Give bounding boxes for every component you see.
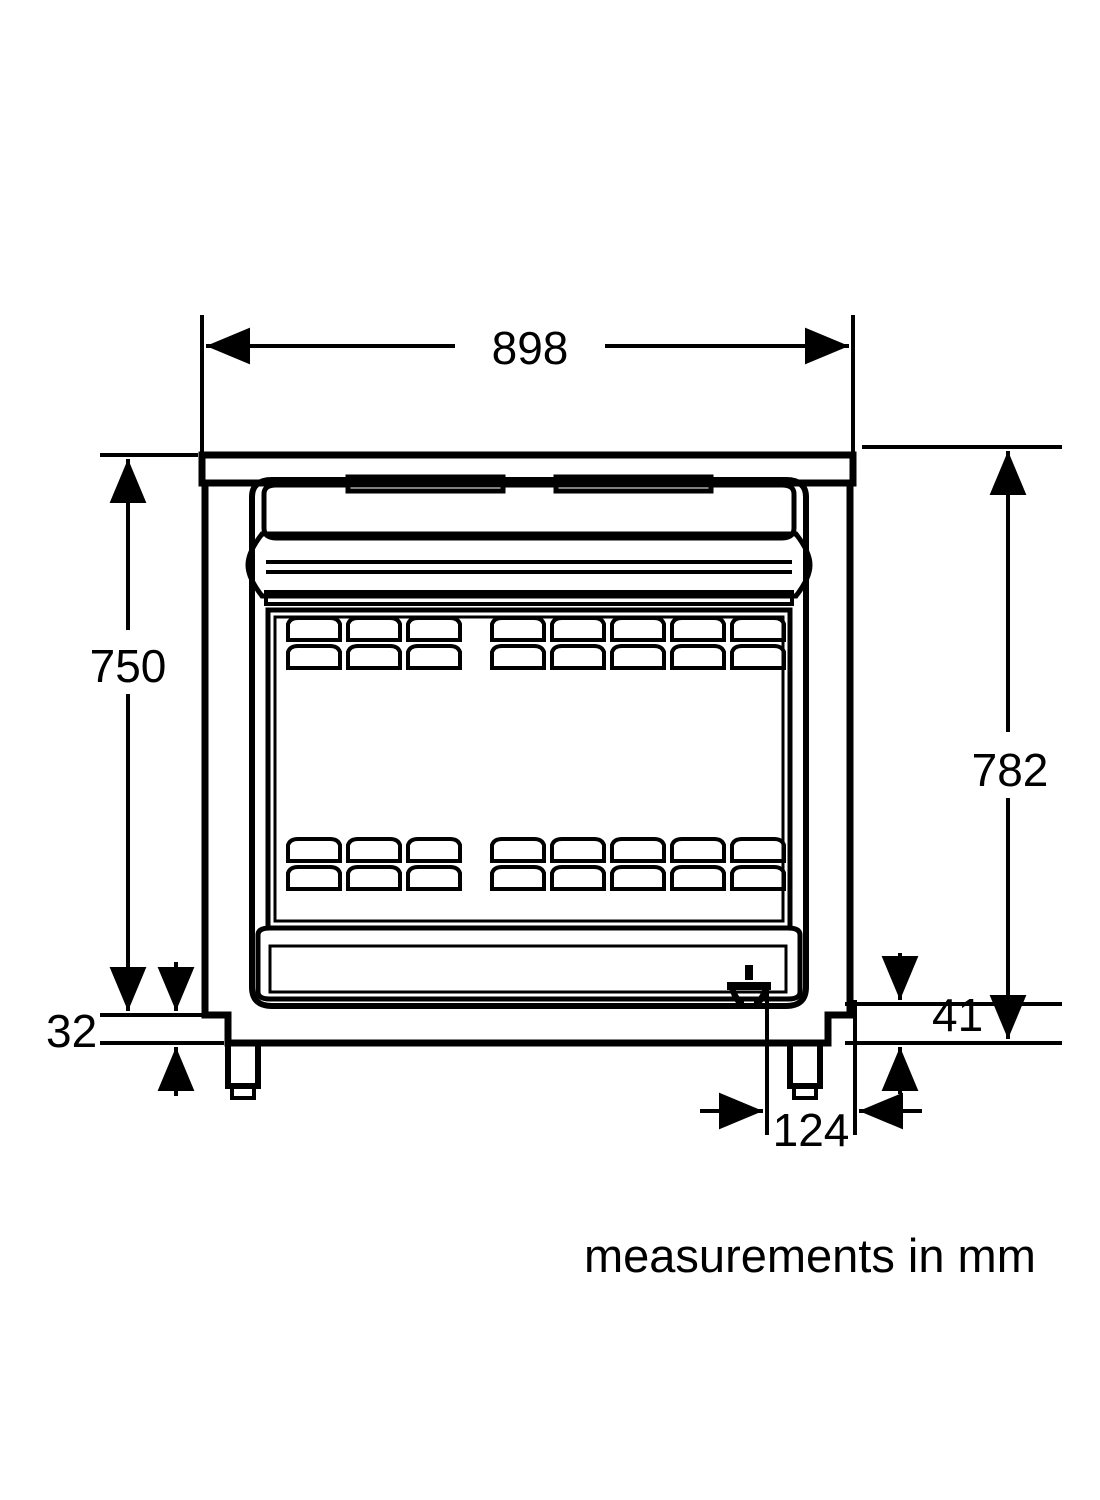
shelf-tab-row-4: [286, 865, 786, 891]
dim-label-124: 124: [773, 1104, 850, 1156]
dimension-plinth-32: 32: [46, 962, 224, 1096]
feet-group: [225, 1043, 823, 1100]
shelf-tab: [550, 865, 606, 891]
dim-label-bg-124: [770, 1104, 852, 1154]
door-bottom-skirt: [255, 925, 803, 1002]
dim-label-750: 750: [90, 640, 167, 692]
foot-left: [225, 1043, 261, 1100]
shelf-tab: [610, 644, 666, 670]
shelf-tab: [490, 616, 546, 642]
shelf-tab-row-3: [286, 837, 786, 863]
shelf-tab: [670, 865, 726, 891]
door-handle-upper: [261, 482, 797, 541]
shelf-tab: [346, 865, 402, 891]
shelf-tab: [286, 644, 342, 670]
shelf-tab: [610, 865, 666, 891]
shelf-tab: [406, 865, 462, 891]
dim-label-bg-750: [78, 630, 182, 694]
shelf-tab: [730, 837, 786, 863]
units-note: measurements in mm: [584, 1229, 1036, 1282]
shelf-tab-row-1: [286, 616, 786, 642]
door-outer-frame: [249, 477, 809, 1009]
shelf-tab: [490, 837, 546, 863]
dim-label-898: 898: [492, 322, 569, 374]
door-bottom-skirt-inner: [268, 944, 788, 994]
foot-right: [787, 1043, 823, 1100]
shelf-tab: [610, 837, 666, 863]
shelf-tab: [346, 837, 402, 863]
oven-door[interactable]: [245, 477, 813, 1009]
dim-label-41: 41: [932, 989, 983, 1041]
shelf-tab: [490, 865, 546, 891]
shelf-tab: [286, 865, 342, 891]
shelf-tab: [286, 837, 342, 863]
shelf-tab: [490, 644, 546, 670]
shelf-tab: [346, 644, 402, 670]
shelf-tab: [406, 837, 462, 863]
dim-label-32: 32: [46, 1005, 97, 1057]
door-handle-grip: [245, 531, 813, 599]
shelf-tab: [730, 865, 786, 891]
shelf-tab: [286, 616, 342, 642]
shelf-tab: [670, 837, 726, 863]
shelf-tab: [610, 616, 666, 642]
shelf-tab: [670, 616, 726, 642]
shelf-tab: [550, 837, 606, 863]
dim-label-bg-898: [455, 318, 605, 374]
shelf-tab: [550, 616, 606, 642]
shelf-tab: [346, 616, 402, 642]
shelf-tab: [406, 616, 462, 642]
dimension-width-overall: 898: [200, 315, 855, 452]
dimension-height-782: 782: [862, 445, 1065, 1045]
door-handle-lower-lip: [264, 590, 794, 606]
shelf-tab: [550, 644, 606, 670]
dim-label-782: 782: [972, 744, 1049, 796]
dimension-foot-41: 41: [845, 953, 1062, 1094]
shelf-tab: [730, 616, 786, 642]
shelf-tab: [730, 644, 786, 670]
dimension-height-750: 750: [78, 453, 224, 1017]
shelf-tab-row-2: [286, 644, 786, 670]
shelf-tab-group: [286, 616, 786, 891]
shelf-tab: [406, 644, 462, 670]
dimension-foot-inset-124: 124: [700, 990, 922, 1156]
dim-label-bg-782: [955, 732, 1065, 798]
shelf-tab: [670, 644, 726, 670]
